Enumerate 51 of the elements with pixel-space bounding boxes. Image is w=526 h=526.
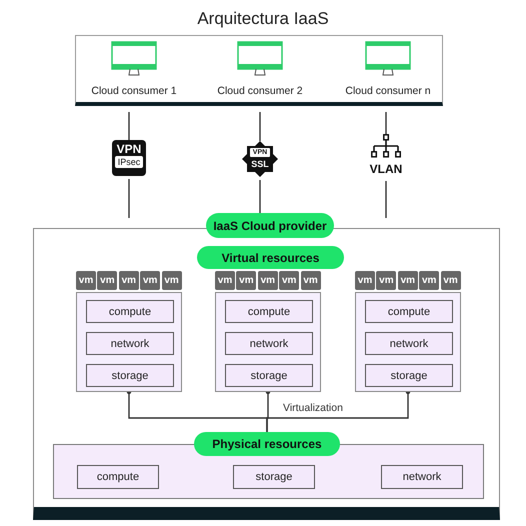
resource-box: storage	[233, 465, 315, 489]
vm-tile: vm	[300, 271, 321, 290]
resource-box: storage	[365, 364, 453, 387]
resource-box: compute	[365, 300, 453, 323]
badge-text: VPN	[116, 142, 142, 156]
vm-tile: vm	[118, 271, 139, 290]
vm-tile: vm	[236, 271, 256, 290]
vm-tile: vm	[258, 271, 278, 290]
section-heading: Virtual resources	[197, 246, 344, 269]
vm-tile: vm	[162, 271, 182, 290]
badge-text: IPsec	[115, 156, 143, 168]
vm-tile: vm	[215, 271, 235, 290]
connector-line	[128, 179, 130, 218]
badge-text: SSL	[250, 159, 270, 170]
consumer-label: Cloud consumer n	[345, 85, 431, 97]
vm-tile: vm	[76, 271, 96, 290]
network-label: VLAN	[368, 162, 404, 176]
vm-tile: vm	[376, 271, 396, 290]
resource-box: storage	[86, 364, 174, 387]
edge-annotation: Virtualization	[283, 402, 343, 414]
consumer-label: Cloud consumer 2	[217, 85, 303, 97]
consumers-panel	[75, 35, 443, 106]
diagram-title: Arquitectura IaaS	[196, 9, 330, 29]
vm-tile: vm	[419, 271, 440, 290]
resource-box: compute	[225, 300, 313, 323]
resource-box: network	[225, 332, 313, 355]
connector-line	[385, 181, 387, 218]
host-box	[215, 292, 321, 392]
vm-tile: vm	[279, 271, 300, 290]
vm-tile: vm	[97, 271, 118, 290]
vm-tile: vm	[355, 271, 375, 290]
resource-box: network	[381, 465, 463, 489]
connector-line	[266, 390, 410, 432]
resource-box: network	[86, 332, 174, 355]
section-heading: IaaS Cloud provider	[206, 213, 334, 238]
vpn-badge	[112, 140, 146, 176]
resource-box: network	[365, 332, 453, 355]
resource-box: compute	[86, 300, 174, 323]
section-heading: Physical resources	[194, 432, 340, 456]
connector-line	[259, 180, 261, 213]
consumer-label: Cloud consumer 1	[91, 85, 177, 97]
vm-tile: vm	[440, 271, 461, 290]
resource-box: compute	[77, 465, 159, 489]
host-box	[76, 292, 182, 392]
resource-box: storage	[225, 364, 313, 387]
host-box	[355, 292, 461, 392]
vm-tile: vm	[140, 271, 160, 290]
vm-tile: vm	[398, 271, 418, 290]
connector-line	[385, 112, 387, 134]
connector-line	[128, 112, 130, 140]
connector-line	[259, 112, 261, 141]
